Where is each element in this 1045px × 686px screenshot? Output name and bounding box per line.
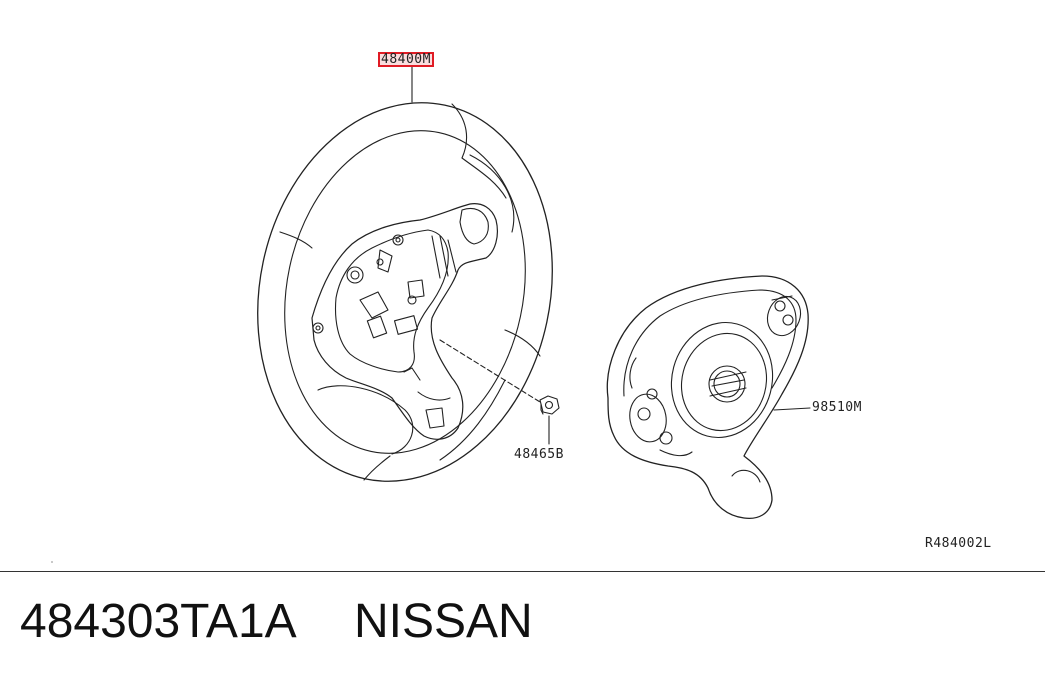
- airbag-module-drawing: [606, 275, 811, 520]
- speck-dot: [51, 561, 53, 563]
- part-footer: 484303TA1A NISSAN: [20, 598, 533, 646]
- steering-wheel-drawing: [257, 102, 553, 482]
- callout-nut[interactable]: 48465B: [514, 447, 564, 462]
- callout-steering-wheel[interactable]: 48400M: [378, 52, 434, 67]
- parts-diagram: 48400M 48465B 98510M R484002L: [51, 52, 992, 563]
- parts-diagram-drawing: [51, 65, 811, 563]
- part-number: 484303TA1A: [20, 595, 297, 648]
- brand-name: NISSAN: [354, 595, 533, 648]
- diagram-reference-code: R484002L: [925, 536, 992, 551]
- divider-line: [0, 571, 1045, 572]
- nut-drawing: [539, 395, 560, 445]
- highlighted-part-label[interactable]: 48400M: [378, 52, 434, 67]
- callout-airbag-module[interactable]: 98510M: [812, 400, 862, 415]
